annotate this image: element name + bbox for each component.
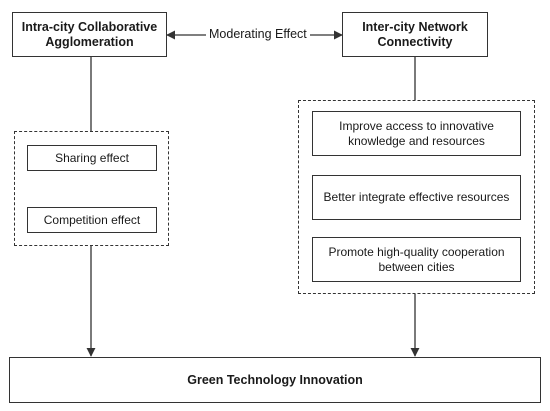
cooperation-label: Promote high-quality cooperation between… (328, 245, 505, 274)
sharing-effect-box: Sharing effect (27, 145, 157, 171)
intra-mechanism-group (14, 131, 169, 246)
sharing-effect-label: Sharing effect (55, 150, 129, 165)
inter-city-label: Inter-city Network Connectivity (362, 19, 468, 49)
inter-city-box: Inter-city Network Connectivity (342, 12, 488, 57)
green-innovation-box: Green Technology Innovation (9, 357, 541, 403)
moderating-effect-label: Moderating Effect (206, 27, 310, 41)
knowledge-access-label: Improve access to innovative knowledge a… (339, 119, 494, 148)
integrate-resources-box: Better integrate effective resources (312, 175, 521, 220)
intra-city-box: Intra-city Collaborative Agglomeration (12, 12, 167, 57)
green-innovation-label: Green Technology Innovation (187, 372, 363, 387)
knowledge-access-box: Improve access to innovative knowledge a… (312, 111, 521, 156)
competition-effect-box: Competition effect (27, 207, 157, 233)
cooperation-box: Promote high-quality cooperation between… (312, 237, 521, 282)
integrate-resources-label: Better integrate effective resources (323, 190, 510, 205)
competition-effect-label: Competition effect (43, 212, 141, 227)
inter-mechanism-group (298, 100, 535, 294)
intra-city-label: Intra-city Collaborative Agglomeration (21, 19, 158, 49)
